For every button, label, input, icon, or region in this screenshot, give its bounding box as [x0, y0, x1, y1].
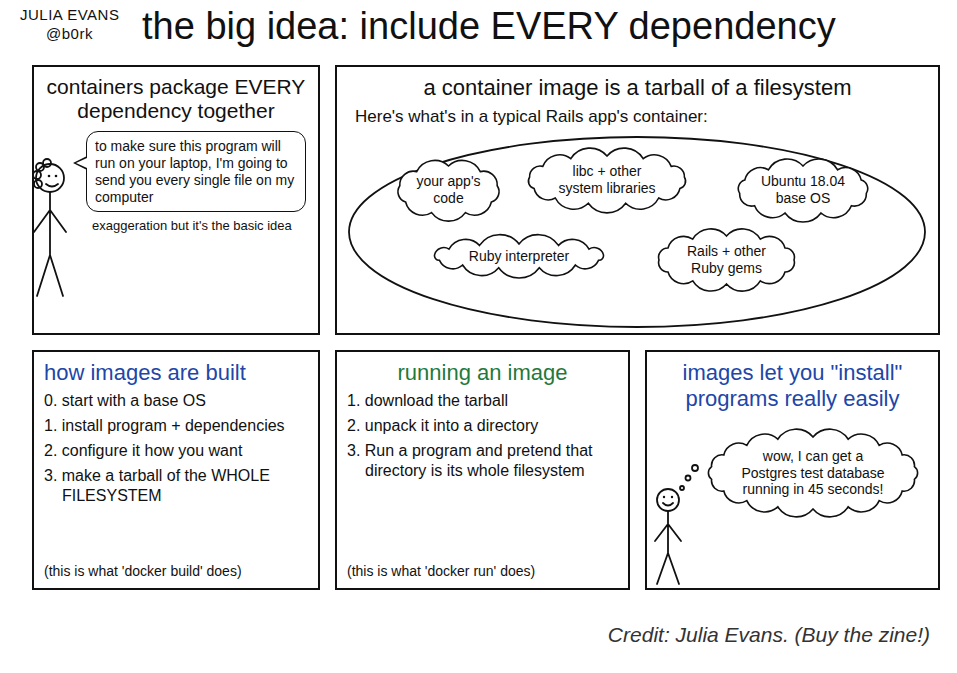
thought-cloud: wow, I can get a Postgres test database …	[703, 430, 923, 516]
stick-figure	[33, 159, 66, 296]
panel-heading: how images are built	[44, 360, 308, 386]
panel-heading: running an image	[347, 360, 618, 386]
figure-hair	[33, 171, 41, 179]
panel-heading: containers package EVERY dependency toge…	[44, 75, 308, 123]
panel-text: 0. start with a base OS	[44, 391, 308, 411]
cloud-outline-path	[398, 160, 499, 221]
credit-caption: Credit: Julia Evans. (Buy the zine!)	[400, 622, 930, 647]
title: the big idea: include EVERY dependency	[142, 4, 942, 50]
figure-body	[655, 511, 681, 584]
figure-hair	[43, 159, 51, 167]
container-oval	[349, 137, 925, 327]
caption-area: Credit: Julia Evans. (Buy the zine!)	[400, 622, 930, 647]
bubble-text: Rails + other Ruby gems	[679, 243, 774, 277]
bubble-text: libc + other system libraries	[552, 163, 662, 197]
dependency-cloud: Ubuntu 18.04 base OS	[732, 159, 874, 221]
figure-smile	[46, 184, 58, 187]
panel-text: exaggeration but it's the basic idea	[92, 218, 308, 234]
bubble-text: to make sure this program will run on yo…	[95, 138, 297, 205]
dependency-cloud: Ruby interpreter	[427, 237, 611, 275]
panel-box: how images are built 0. start with a base…	[32, 350, 320, 590]
panel-text: 2. configure it how you want	[44, 441, 308, 461]
panel-box: a container image is a tarball of a file…	[335, 65, 940, 335]
panel-text: 1. install program + dependencies	[44, 416, 308, 436]
panel-box: images let you "install" programs really…	[645, 350, 940, 590]
figure-body	[34, 192, 66, 296]
bubble-text: wow, I can get a Postgres test database …	[741, 448, 886, 498]
bubble-text: Ruby interpreter	[459, 248, 579, 265]
dependency-cloud: your app's code	[392, 159, 505, 221]
cloud-outline-path	[708, 429, 917, 517]
author-area: JULIA EVANS	[20, 6, 119, 24]
figure-eye	[48, 175, 51, 178]
panel-box: running an image 1. download the tarball 2…	[335, 350, 630, 590]
cloud-outline-path	[659, 229, 795, 291]
thought-dot	[680, 486, 684, 490]
panel-text: 2. unpack it into a directory	[347, 416, 618, 436]
figure-eye	[671, 496, 673, 498]
figure-eye	[663, 496, 665, 498]
stick-figure	[655, 465, 698, 584]
author-area: @b0rk	[46, 25, 93, 43]
panel-text: (this is what 'docker build' does)	[44, 563, 308, 580]
panel-text: 3. Run a program and pretend that direct…	[347, 441, 618, 481]
dependency-cloud: Rails + other Ruby gems	[652, 229, 801, 291]
panel-text: 1. download the tarball	[347, 391, 618, 411]
panel-text: Here's what's in a typical Rails app's c…	[355, 107, 928, 127]
cloud-outline-path	[738, 159, 867, 222]
figure-eye	[55, 175, 58, 178]
author-label: JULIA EVANS	[20, 6, 119, 24]
figure-head	[657, 489, 679, 511]
cloud-outline-path	[434, 235, 603, 278]
cloud-outline-path	[528, 148, 685, 213]
figure-hair	[34, 180, 42, 188]
figure-smile	[663, 503, 673, 506]
panel-box: containers package EVERY dependency toge…	[32, 65, 320, 335]
thought-dot	[686, 476, 691, 481]
thought-dot	[692, 465, 698, 471]
author-label: @b0rk	[46, 25, 93, 43]
bubble-text: your app's code	[414, 173, 484, 207]
panel-text: (this is what 'docker run' does)	[347, 563, 618, 580]
panel-heading: images let you "install" programs really…	[657, 360, 928, 413]
dependency-cloud: libc + other system libraries	[522, 149, 692, 211]
title-area: the big idea: include EVERY dependency	[142, 4, 942, 50]
panel-heading: a container image is a tarball of a file…	[347, 75, 928, 101]
panel-text: 3. make a tarball of the WHOLE FILESYSTE…	[44, 466, 308, 506]
speech-bubble: to make sure this program will run on yo…	[86, 131, 306, 212]
bubble-text: Ubuntu 18.04 base OS	[758, 173, 848, 207]
